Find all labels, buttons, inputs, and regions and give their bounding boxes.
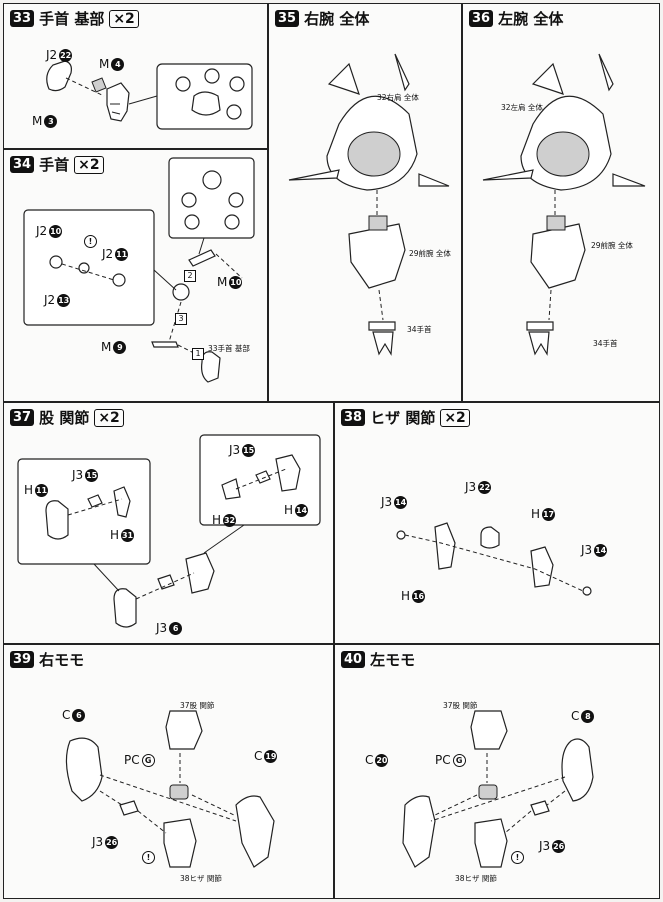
step-35-header: 35 右腕 全体 <box>275 8 369 29</box>
step-38-header: 38 ヒザ 関節 ×2 <box>341 407 470 428</box>
step-33-drawing <box>46 60 253 130</box>
ref-knee-joint: 38ヒザ 関節 <box>455 874 497 883</box>
step-35-panel: 35 右腕 全体 32右肩 全体 29前腕 全体 34手首 <box>268 3 462 402</box>
order-2: 2 <box>184 270 196 282</box>
step-title: 手首 基部 <box>39 10 105 28</box>
step-36-drawing <box>482 53 646 356</box>
caution-mark: ! <box>142 851 155 864</box>
ref-right-shoulder: 32右肩 全体 <box>377 93 419 102</box>
ref-hip-joint: 37股 関節 <box>443 701 478 710</box>
ref-hip-joint: 37股 関節 <box>180 701 215 710</box>
step-39-drawing <box>65 710 275 868</box>
ref-step-33: 33手首 基部 <box>208 344 250 353</box>
step-36-header: 36 左腕 全体 <box>469 8 563 29</box>
step-37-header: 37 股 関節 ×2 <box>10 407 124 428</box>
step-38-drawing <box>396 522 592 596</box>
step-34-drawing <box>23 157 255 383</box>
step-36-panel: 36 左腕 全体 32左肩 全体 29前腕 全体 34手首 <box>462 3 660 402</box>
ref-wrist: 34手首 <box>593 339 618 348</box>
step-37-drawing <box>17 434 321 628</box>
step-40-drawing <box>402 710 594 868</box>
quantity-badge: ×2 <box>109 9 139 28</box>
step-number: 33 <box>10 10 35 27</box>
ref-wrist: 34手首 <box>407 325 432 334</box>
step-34-header: 34 手首 ×2 <box>10 154 104 175</box>
ref-left-shoulder: 32左肩 全体 <box>501 103 543 112</box>
step-39-header: 39 右モモ <box>10 649 84 670</box>
step-33-header: 33 手首 基部 ×2 <box>10 8 139 29</box>
step-40-header: 40 左モモ <box>341 649 415 670</box>
step-35-drawing <box>288 53 450 356</box>
order-1: 1 <box>192 348 204 360</box>
ref-forearm: 29前腕 全体 <box>409 249 451 258</box>
ref-forearm: 29前腕 全体 <box>591 241 633 250</box>
ref-knee-joint: 38ヒザ 関節 <box>180 874 222 883</box>
caution-mark: ! <box>84 235 97 248</box>
order-3: 3 <box>175 313 187 325</box>
caution-mark: ! <box>511 851 524 864</box>
